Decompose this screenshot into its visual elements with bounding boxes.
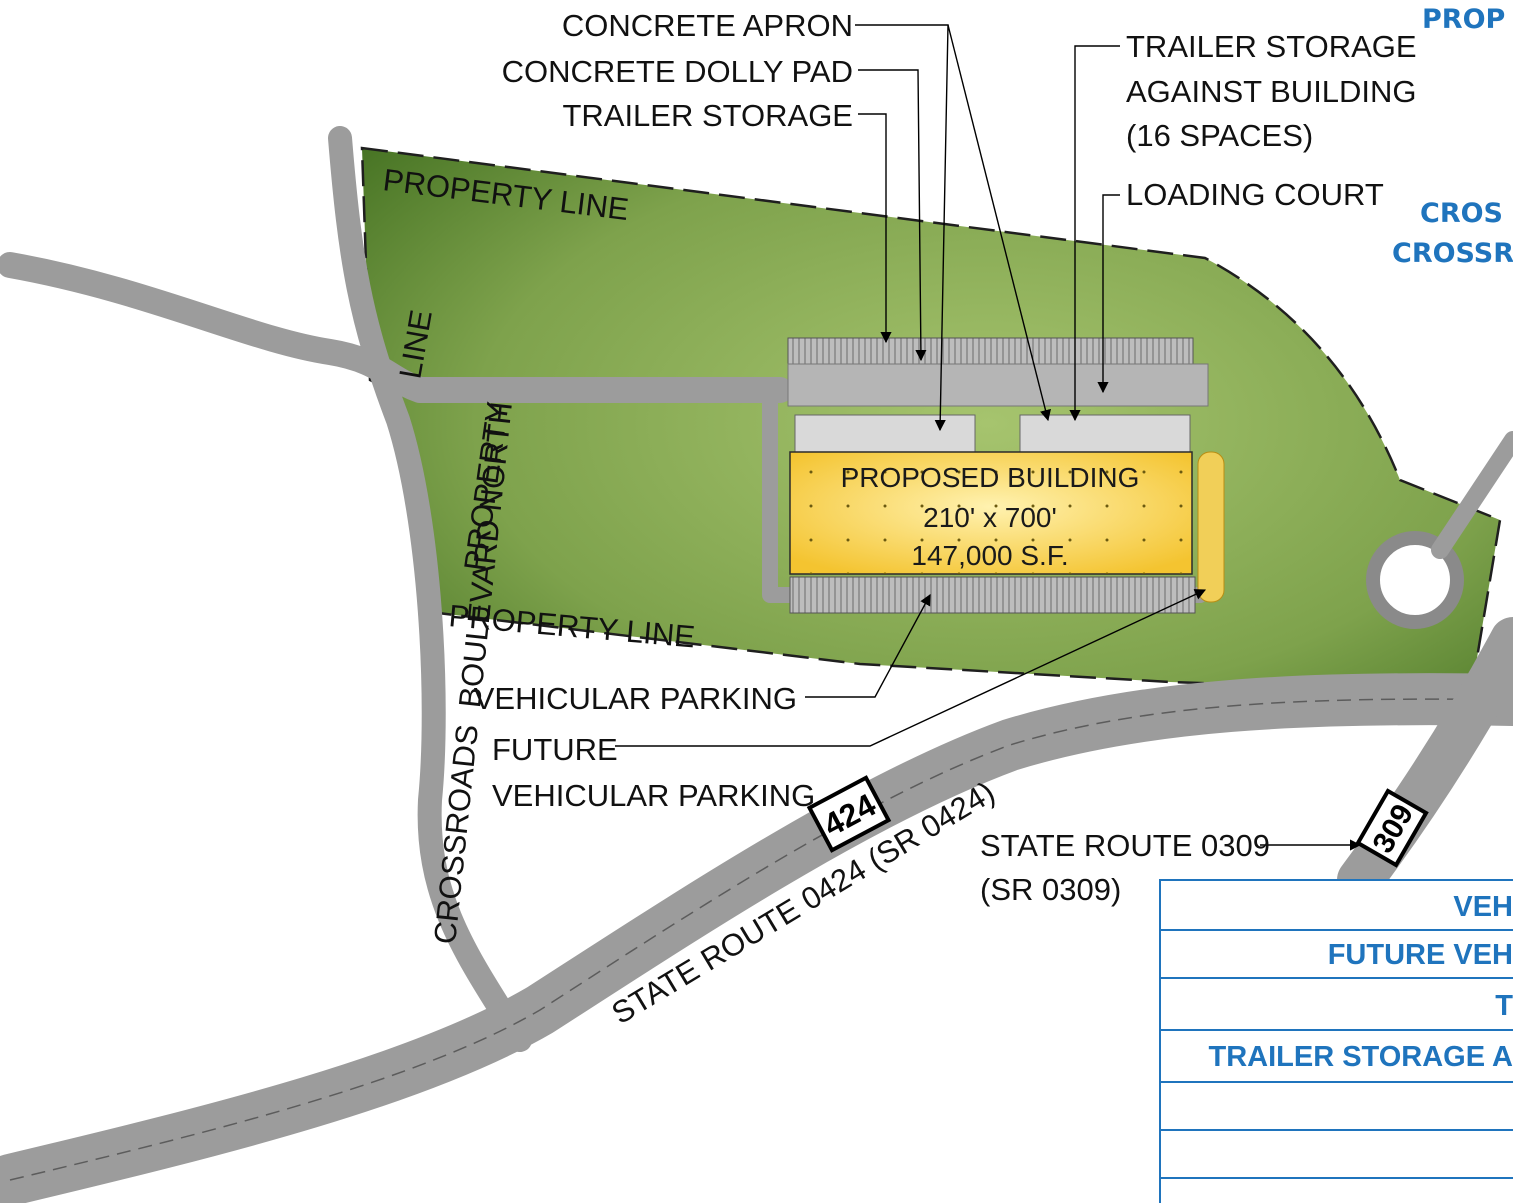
crossroads-boulevard-road xyxy=(328,126,532,1052)
state-route-0309-label-1: STATE ROUTE 0309 xyxy=(980,828,1270,863)
subtitle-line-2: CROSSR xyxy=(1392,238,1513,269)
leader-concrete-dolly-pad xyxy=(858,69,927,362)
legend-table: VEH FUTURE VEH T TRAILER STORAGE A xyxy=(1159,879,1513,1203)
title-block-header: PROP CROS CROSSR xyxy=(1392,4,1513,269)
label-future-2: VEHICULAR PARKING xyxy=(492,778,815,813)
label-concrete-dolly-pad: CONCRETE DOLLY PAD xyxy=(502,54,853,89)
label-trailer-storage-against-2: AGAINST BUILDING xyxy=(1126,74,1417,109)
title-fragment: PROP xyxy=(1422,4,1505,35)
state-route-0309-label-2: (SR 0309) xyxy=(980,872,1121,907)
leader-concrete-apron-2 xyxy=(947,24,1051,422)
future-parking-area xyxy=(1197,451,1225,603)
loading-court xyxy=(787,363,1209,407)
callout-labels: CONCRETE APRON CONCRETE DOLLY PAD TRAILE… xyxy=(474,8,1417,813)
leader-future-parking xyxy=(615,589,1207,747)
label-concrete-apron: CONCRETE APRON xyxy=(562,8,853,43)
vehicular-parking-area xyxy=(789,576,1196,614)
leader-loading-court xyxy=(1097,194,1120,394)
route-424-shield: 424 xyxy=(806,775,892,853)
legend-row-2: T xyxy=(1495,990,1513,1022)
east-access-road xyxy=(1431,431,1513,559)
leader-trailer-storage-against xyxy=(1069,45,1120,422)
subtitle-line-1: CROS xyxy=(1420,198,1503,229)
road-network xyxy=(0,126,1513,1203)
leader-vehicular-parking xyxy=(805,594,931,698)
label-trailer-storage-against-3: (16 SPACES) xyxy=(1126,118,1313,153)
cul-de-sac xyxy=(1366,531,1464,629)
concrete-apron-west xyxy=(794,414,976,454)
legend-row-3: TRAILER STORAGE A xyxy=(1208,1041,1513,1073)
label-trailer-storage-against-1: TRAILER STORAGE xyxy=(1126,29,1417,64)
trailer-storage-area xyxy=(787,337,1194,365)
concrete-apron-east xyxy=(1019,414,1191,454)
building-dimensions: 210' x 700' xyxy=(923,502,1057,533)
building-area: 147,000 S.F. xyxy=(911,540,1068,571)
legend-row-0: VEH xyxy=(1453,891,1513,923)
label-trailer-storage: TRAILER STORAGE xyxy=(562,98,853,133)
label-vehicular-parking: VEHICULAR PARKING xyxy=(474,681,797,716)
building-name: PROPOSED BUILDING xyxy=(841,462,1140,493)
route-309-shield: 309 xyxy=(1355,788,1429,868)
label-future-1: FUTURE xyxy=(492,732,618,767)
building-labels: PROPOSED BUILDING 210' x 700' 147,000 S.… xyxy=(841,462,1140,571)
building-column-grid xyxy=(790,452,1192,574)
building-complex xyxy=(787,337,1225,614)
state-route-0424-median xyxy=(9,698,1513,1181)
leader-trailer-storage xyxy=(858,113,892,344)
legend-row-1: FUTURE VEH xyxy=(1328,939,1513,971)
label-loading-court: LOADING COURT xyxy=(1126,177,1384,212)
leader-lines xyxy=(615,24,1362,851)
